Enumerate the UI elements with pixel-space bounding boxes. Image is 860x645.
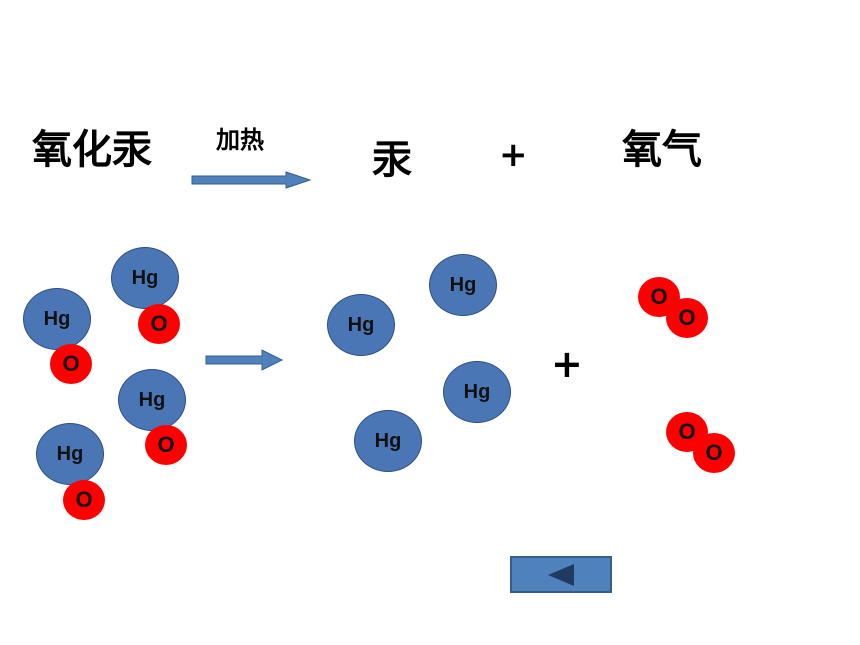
oxygen-atom: O xyxy=(63,480,105,520)
oxygen-atom: O xyxy=(145,425,187,465)
oxygen-atom: O xyxy=(666,412,708,452)
oxygen-atom: O xyxy=(638,277,680,317)
mercury-atom: Hg xyxy=(118,369,186,431)
oxygen-atom: O xyxy=(50,344,92,384)
mercury-atom: Hg xyxy=(111,247,179,309)
model-arrow-icon xyxy=(205,349,284,371)
model-plus-sign: + xyxy=(551,342,583,386)
condition-label: 加热 xyxy=(216,126,264,154)
back-arrow-icon xyxy=(548,563,574,586)
mercury-atom: Hg xyxy=(327,294,395,356)
oxygen-atom: O xyxy=(693,433,735,473)
mercury-atom: Hg xyxy=(354,410,422,472)
product-mercury-label: 汞 xyxy=(372,137,412,183)
reaction-arrow-icon xyxy=(191,171,312,189)
mercury-atom: Hg xyxy=(36,423,104,485)
product-oxygen-label: 氧气 xyxy=(622,127,702,173)
oxygen-atom: O xyxy=(138,304,180,344)
back-button[interactable] xyxy=(510,556,612,593)
mercury-atom: Hg xyxy=(23,288,91,350)
oxygen-atom: O xyxy=(666,298,708,338)
mercury-atom: Hg xyxy=(429,254,497,316)
reactant-label: 氧化汞 xyxy=(32,127,152,173)
mercury-atom: Hg xyxy=(443,361,511,423)
equation-plus-sign: + xyxy=(499,135,528,175)
